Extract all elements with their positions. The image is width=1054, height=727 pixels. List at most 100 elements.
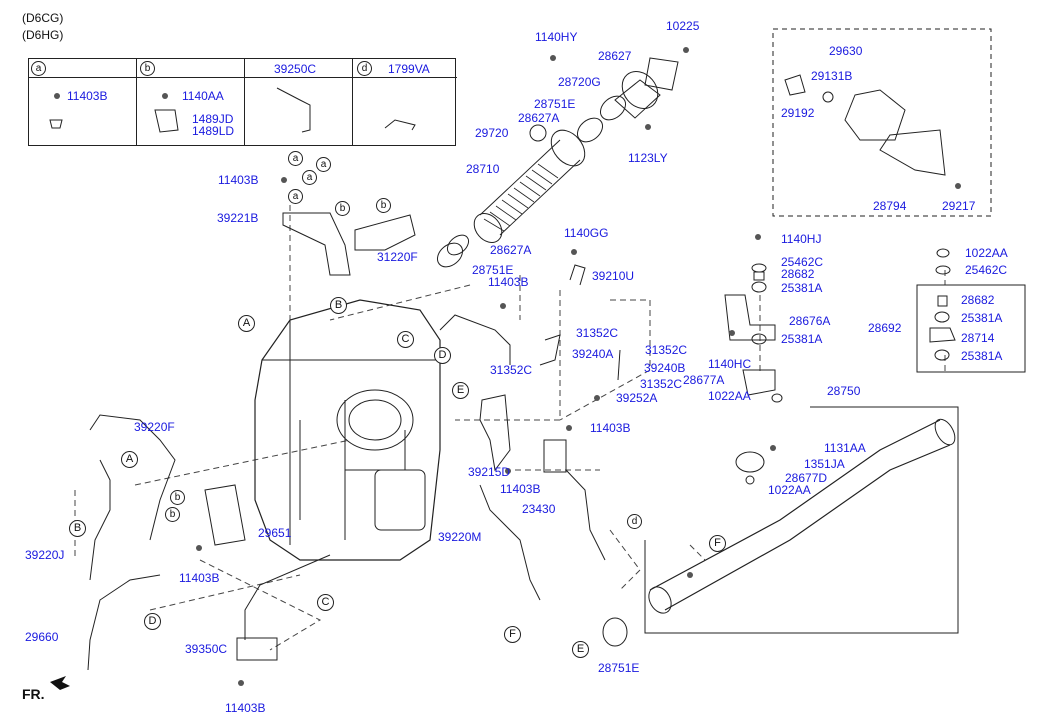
part-1022aa[interactable]: 1022AA [768, 483, 811, 497]
callout-E-pipe: E [572, 641, 589, 658]
legend-cell-39250c [245, 59, 353, 145]
part-39221b[interactable]: 39221B [217, 211, 259, 225]
forward-arrow-icon [50, 676, 70, 690]
part-28714[interactable]: 28714 [961, 331, 995, 345]
part-1351ja[interactable]: 1351JA [804, 457, 845, 471]
part-1022aa[interactable]: 1022AA [708, 389, 751, 403]
part-11403b[interactable]: 11403B [500, 482, 541, 496]
legend-title-39250c[interactable]: 39250C [274, 62, 317, 76]
callout-b: b [165, 507, 180, 522]
part-31352c[interactable]: 31352C [490, 363, 533, 377]
part-25381a[interactable]: 25381A [781, 332, 823, 346]
part-25381a[interactable]: 25381A [961, 311, 1003, 325]
part-25381a[interactable]: 25381A [961, 349, 1003, 363]
part-1140hj[interactable]: 1140HJ [781, 232, 822, 246]
part-28751e[interactable]: 28751E [472, 263, 514, 277]
part-1123ly[interactable]: 1123LY [628, 151, 668, 165]
part-39220j[interactable]: 39220J [25, 548, 65, 562]
legend-part-1140aa[interactable]: 1140AA [182, 89, 224, 103]
callout-b: b [335, 201, 350, 216]
callout-a: a [316, 157, 331, 172]
part-25381a[interactable]: 25381A [781, 281, 823, 295]
part-39350c[interactable]: 39350C [185, 642, 228, 656]
callout-D-canister: D [434, 347, 451, 364]
legend-part-1489ld[interactable]: 1489LD [192, 124, 235, 138]
part-31352c[interactable]: 31352C [576, 326, 619, 340]
legend-title-1799va[interactable]: 1799VA [388, 62, 430, 76]
part-28682[interactable]: 28682 [961, 293, 995, 307]
part-28677a[interactable]: 28677A [683, 373, 725, 387]
part-1140hc[interactable]: 1140HC [708, 357, 752, 371]
legend-cell-a [29, 59, 137, 145]
part-29651[interactable]: 29651 [258, 526, 292, 540]
part-11403b[interactable]: 11403B [488, 275, 529, 289]
part-31220f[interactable]: 31220F [377, 250, 418, 264]
part-29630[interactable]: 29630 [829, 44, 863, 58]
part-39240a[interactable]: 39240A [572, 347, 614, 361]
part-29131b[interactable]: 29131B [811, 69, 853, 83]
part-28750[interactable]: 28750 [827, 384, 861, 398]
callout-E-canister: E [452, 382, 469, 399]
part-39220m[interactable]: 39220M [438, 530, 482, 544]
part-28676a[interactable]: 28676A [789, 314, 831, 328]
legend-key-d: d [357, 61, 372, 76]
part-28794[interactable]: 28794 [873, 199, 907, 213]
part-39215d[interactable]: 39215D [468, 465, 511, 479]
callout-A-canister: A [238, 315, 255, 332]
part-1022aa[interactable]: 1022AA [965, 246, 1008, 260]
callout-a: a [288, 151, 303, 166]
callout-C-canister: C [397, 331, 414, 348]
part-39240b[interactable]: 39240B [644, 361, 686, 375]
legend-cell-b [137, 59, 245, 145]
legend-key-a: a [31, 61, 46, 76]
callout-b: b [376, 198, 391, 213]
part-11403b[interactable]: 11403B [225, 701, 266, 715]
part-1131aa[interactable]: 1131AA [824, 441, 866, 455]
part-28710[interactable]: 28710 [466, 162, 500, 176]
part-28751e[interactable]: 28751E [598, 661, 640, 675]
legend-part-11403b[interactable]: 11403B [67, 89, 108, 103]
legend-table [28, 58, 457, 146]
callout-b: b [170, 490, 185, 505]
callout-a: a [288, 189, 303, 204]
part-31352c[interactable]: 31352C [640, 377, 683, 391]
part-28751e[interactable]: 28751E [534, 97, 576, 111]
part-10225[interactable]: 10225 [666, 19, 700, 33]
part-29660[interactable]: 29660 [25, 630, 59, 644]
part-39220f[interactable]: 39220F [134, 420, 175, 434]
part-28692[interactable]: 28692 [868, 321, 902, 335]
part-11403b[interactable]: 11403B [179, 571, 220, 585]
callout-a: a [302, 170, 317, 185]
part-31352c[interactable]: 31352C [645, 343, 688, 357]
callout-C-sensor: C [317, 594, 334, 611]
part-25462c[interactable]: 25462C [781, 255, 824, 269]
legend-table-header [29, 59, 457, 78]
part-28720g[interactable]: 28720G [558, 75, 601, 89]
part-28627a[interactable]: 28627A [490, 243, 532, 257]
part-29217[interactable]: 29217 [942, 199, 976, 213]
callout-D-sensor: D [144, 613, 161, 630]
part-28677d[interactable]: 28677D [785, 471, 828, 485]
part-11403b[interactable]: 11403B [218, 173, 259, 187]
part-11403b[interactable]: 11403B [590, 421, 631, 435]
part-29192[interactable]: 29192 [781, 106, 815, 120]
part-1140gg[interactable]: 1140GG [564, 226, 609, 240]
callout-B-sensor: B [69, 520, 86, 537]
engine-code-1: (D6CG) [22, 11, 64, 25]
legend-part-1489jd[interactable]: 1489JD [192, 112, 234, 126]
callout-B-canister: B [330, 297, 347, 314]
part-23430[interactable]: 23430 [522, 502, 556, 516]
callout-F-pipe: F [709, 535, 726, 552]
part-28627[interactable]: 28627 [598, 49, 632, 63]
part-39252a[interactable]: 39252A [616, 391, 658, 405]
part-28682[interactable]: 28682 [781, 267, 815, 281]
callout-F-sensor: F [504, 626, 521, 643]
part-29720[interactable]: 29720 [475, 126, 509, 140]
part-25462c[interactable]: 25462C [965, 263, 1008, 277]
part-39210u[interactable]: 39210U [592, 269, 635, 283]
legend-key-b: b [140, 61, 155, 76]
part-28627a[interactable]: 28627A [518, 111, 560, 125]
callout-d: d [627, 514, 642, 529]
part-1140hy[interactable]: 1140HY [535, 30, 578, 44]
